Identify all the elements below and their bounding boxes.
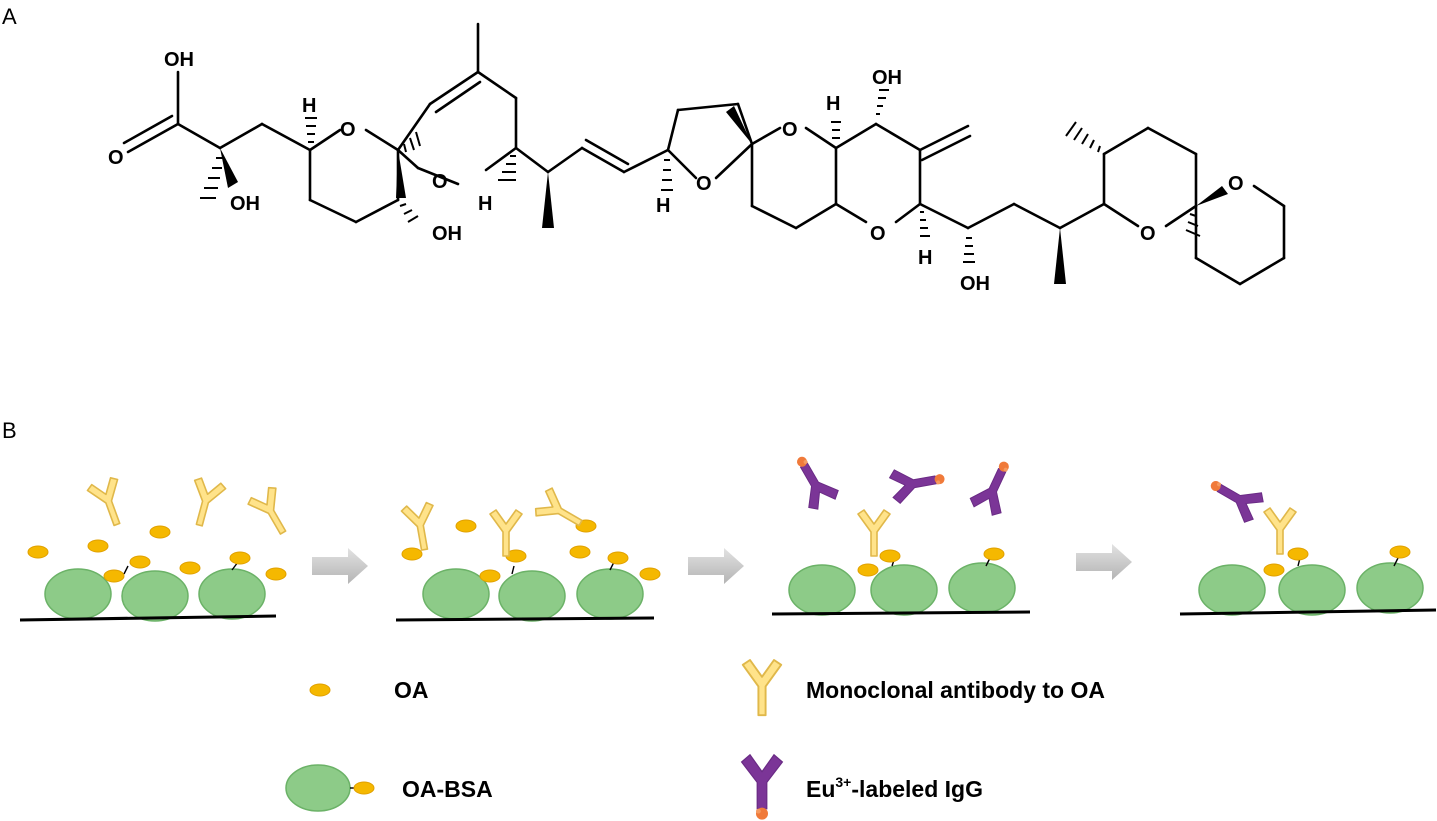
- atom-h-5: H: [918, 247, 932, 269]
- atom-oh-ring1: OH: [432, 223, 462, 245]
- legend-igg-label: Eu3+-labeled IgG: [806, 774, 983, 802]
- atom-h-4: H: [826, 93, 840, 115]
- legend-oa-bsa-label: OA-BSA: [402, 776, 493, 802]
- arrow-2: [688, 548, 744, 584]
- atom-o-ring4: O: [782, 119, 798, 141]
- atom-o-ring7: O: [1228, 173, 1244, 195]
- atom-o-ring1: O: [340, 119, 356, 141]
- step-3: [771, 448, 1031, 616]
- atom-o-ring5: O: [870, 223, 886, 245]
- atom-oh-alpha: OH: [230, 193, 260, 215]
- panel-label-b: B: [2, 418, 17, 443]
- legend: OA OA-BSA Monoclonal antibody to OA Eu3+…: [285, 659, 1105, 821]
- legend-oa-swatch: [309, 683, 331, 697]
- atom-oh-chain: OH: [960, 273, 990, 295]
- atom-o-ring2: O: [432, 171, 448, 193]
- atom-o-ring6: O: [1140, 223, 1156, 245]
- atom-oh-acid: OH: [164, 49, 194, 71]
- legend-antibody-swatch: [741, 659, 783, 717]
- panel-label-a: A: [2, 4, 17, 29]
- legend-oa-label: OA: [394, 677, 429, 703]
- atom-oh-ring5: OH: [872, 67, 902, 89]
- atom-h-2: H: [478, 193, 492, 215]
- legend-igg-swatch: [741, 754, 784, 821]
- okadaic-acid-structure: OH O OH H O O OH H H O O H OH O H OH O O: [108, 22, 1286, 295]
- step-1: [19, 474, 298, 622]
- atom-h-1: H: [302, 95, 316, 117]
- legend-antibody-label: Monoclonal antibody to OA: [806, 677, 1105, 703]
- arrow-1: [312, 548, 368, 584]
- assay-scheme: [19, 448, 1437, 622]
- legend-bsa-swatch: [285, 764, 351, 812]
- atom-o-thf: O: [696, 173, 712, 195]
- atom-h-3: H: [656, 195, 670, 217]
- step-4: [1179, 468, 1437, 616]
- arrow-3: [1076, 544, 1132, 580]
- step-2: [395, 485, 661, 622]
- atom-o-carbonyl: O: [108, 147, 124, 169]
